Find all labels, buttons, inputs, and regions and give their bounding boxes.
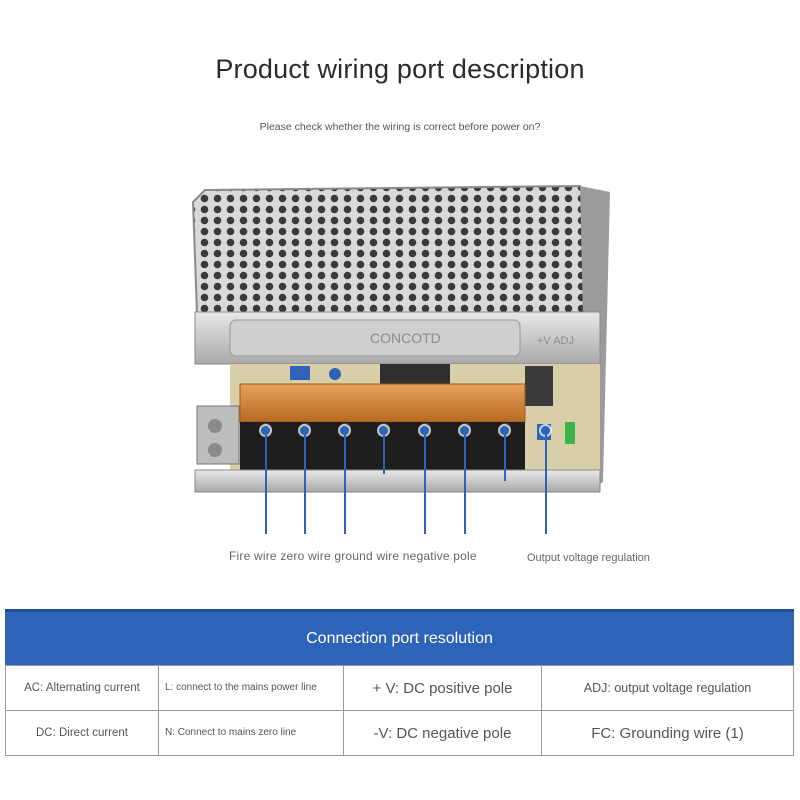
adj-line bbox=[545, 431, 547, 534]
connection-port-panel: Connection port resolution AC: Alternati… bbox=[5, 609, 794, 756]
table-cell-vminus: -V: DC negative pole bbox=[343, 710, 542, 756]
table-cell-n: N: Connect to mains zero line bbox=[158, 710, 344, 756]
terminal-line-fg bbox=[344, 431, 346, 534]
terminal-marker-pos2 bbox=[500, 426, 509, 435]
connection-port-table: AC: Alternating current L: connect to th… bbox=[5, 665, 794, 756]
page-subtitle: Please check whether the wiring is corre… bbox=[259, 121, 541, 133]
terminal-marker-neg2 bbox=[420, 426, 429, 435]
perforated-cover bbox=[193, 186, 597, 314]
terminal-marker-fg bbox=[340, 426, 349, 435]
table-row: DC: Direct current N: Connect to mains z… bbox=[5, 710, 794, 756]
panel-heading: Connection port resolution bbox=[5, 609, 794, 665]
terminal-marker-pos1 bbox=[460, 426, 469, 435]
power-supply-image: CONCOTD +V ADJ bbox=[191, 184, 610, 493]
table-row: AC: Alternating current L: connect to th… bbox=[5, 665, 794, 711]
terminal-line-pos1 bbox=[464, 431, 466, 534]
adj-label-text: +V ADJ bbox=[537, 335, 574, 347]
table-cell-vplus: + V: DC positive pole bbox=[343, 665, 542, 711]
table-cell-l: L: connect to the mains power line bbox=[158, 665, 344, 711]
terminal-marker-n bbox=[300, 426, 309, 435]
page-title: Product wiring port description bbox=[215, 54, 585, 84]
terminal-callout-label: Fire wire zero wire ground wire negative… bbox=[229, 549, 477, 563]
adj-marker bbox=[541, 426, 550, 435]
terminal-marker-neg1 bbox=[379, 426, 388, 435]
table-cell-dc: DC: Direct current bbox=[5, 710, 159, 756]
terminal-line-neg2 bbox=[424, 431, 426, 534]
terminal-line-neg1 bbox=[383, 431, 385, 474]
table-cell-ac: AC: Alternating current bbox=[5, 665, 159, 711]
terminal-line-pos2 bbox=[504, 431, 506, 481]
adj-callout-label: Output voltage regulation bbox=[527, 552, 650, 564]
table-cell-adj: ADJ: output voltage regulation bbox=[541, 665, 794, 711]
terminal-line-n bbox=[304, 431, 306, 534]
table-cell-fc: FC: Grounding wire (1) bbox=[541, 710, 794, 756]
terminal-marker-l bbox=[261, 426, 270, 435]
terminal-line-l bbox=[265, 431, 267, 534]
front-label-text: CONCOTD bbox=[370, 330, 441, 346]
